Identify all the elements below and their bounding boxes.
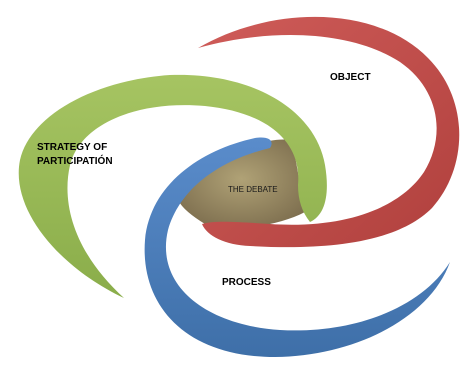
label-object: OBJECT <box>330 72 371 83</box>
label-strategy-line2: PARTICIPATIÓN <box>37 154 113 167</box>
label-strategy-line1: STRATEGY OF <box>37 142 107 153</box>
label-center: THE DEBATE <box>228 185 278 194</box>
object-swirl <box>198 16 460 248</box>
label-strategy: STRATEGY OF PARTICIPATIÓN <box>37 142 113 167</box>
center-shape <box>178 139 305 228</box>
label-process: PROCESS <box>222 277 271 288</box>
